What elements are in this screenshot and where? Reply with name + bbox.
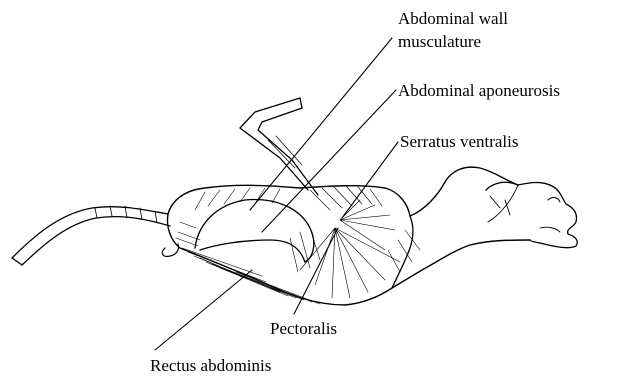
body-outline — [168, 167, 531, 305]
label-serratus-ventralis: Serratus ventralis — [400, 131, 519, 152]
leader-line-abdominal-wall — [250, 38, 392, 210]
tail-drawing — [12, 206, 170, 265]
leader-line-serratus-ventralis — [342, 142, 398, 218]
leader-lines — [155, 38, 398, 350]
leader-line-pectoralis — [294, 228, 338, 314]
hind-limb-drawing — [240, 98, 318, 195]
muscle-fibers — [176, 186, 420, 304]
abdominal-opening — [195, 200, 314, 262]
label-rectus-abdominis: Rectus abdominis — [150, 355, 271, 376]
label-abdominal-aponeurosis: Abdominal aponeurosis — [398, 80, 560, 101]
leader-line-rectus-abdominis — [155, 270, 252, 350]
label-pectoralis: Pectoralis — [270, 318, 337, 339]
label-abdominal-wall-line2: musculature — [398, 31, 481, 52]
hind-paw-drawing — [162, 244, 178, 256]
head-drawing — [486, 182, 577, 247]
label-abdominal-wall-line1: Abdominal wall — [398, 8, 508, 29]
